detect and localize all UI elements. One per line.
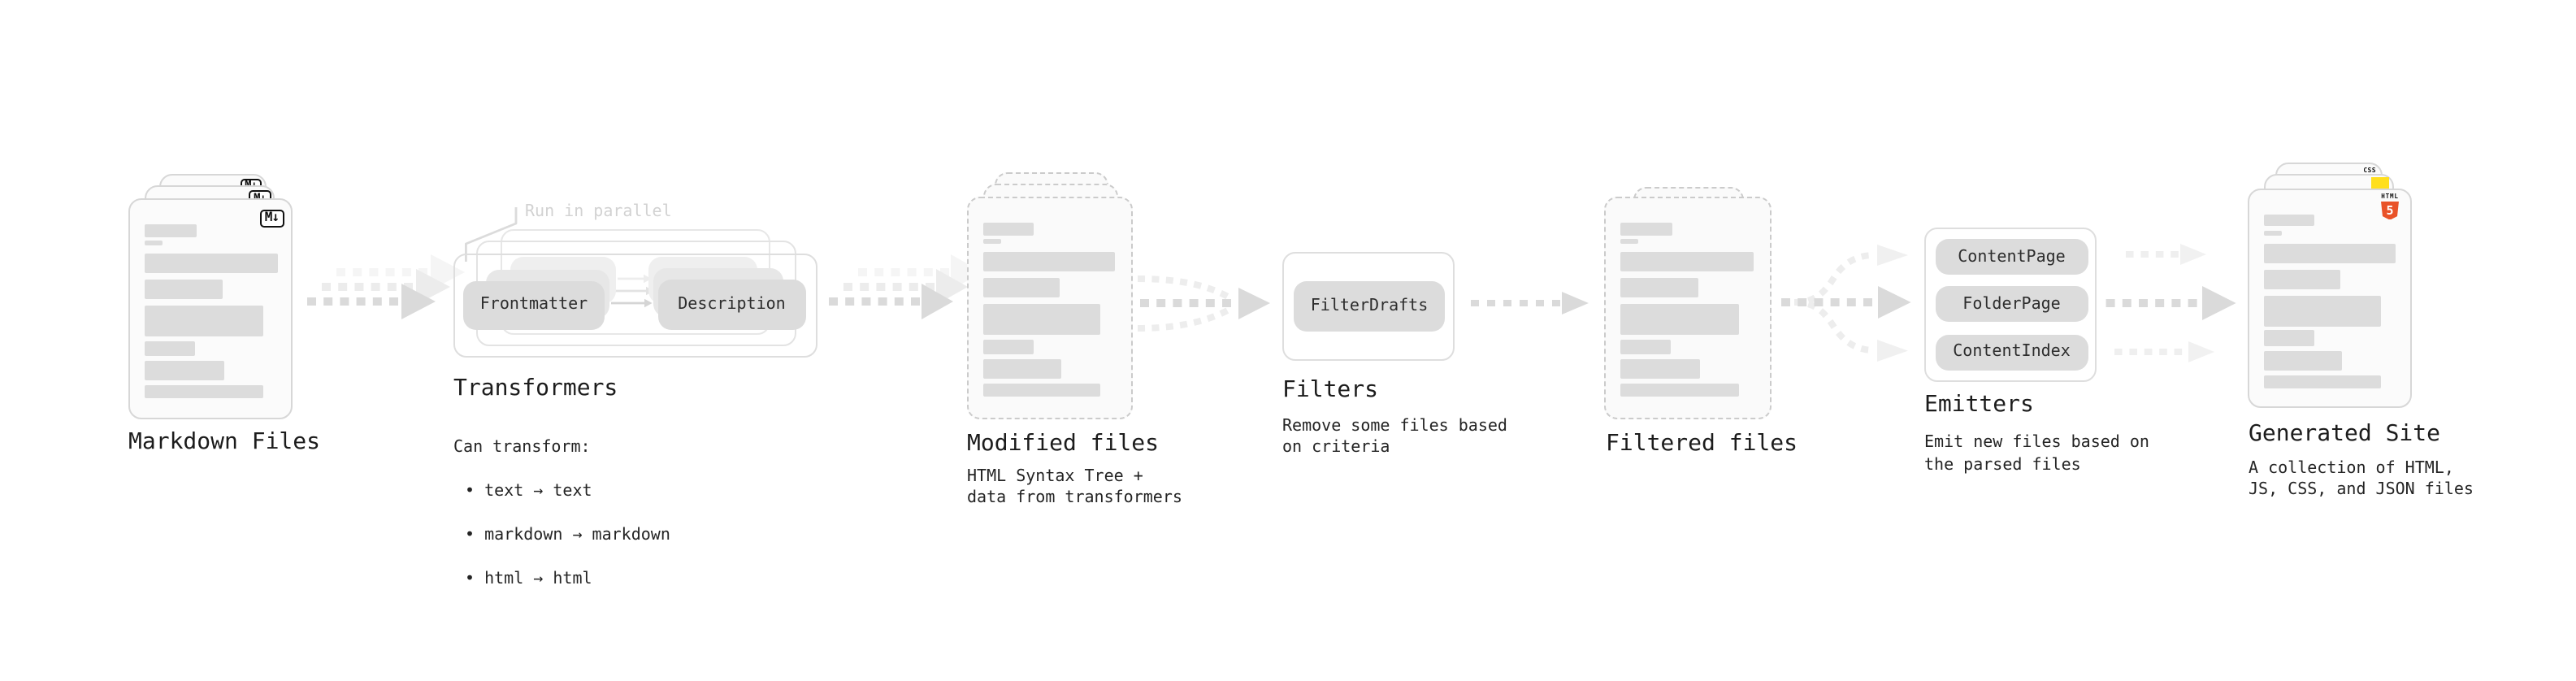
skeleton-line [1620,304,1739,336]
transformer-pill-frontmatter: Frontmatter [463,281,605,329]
skeleton-line [2263,214,2315,227]
skeleton-line [145,254,278,273]
skeleton-line [982,239,1001,245]
transformers-bullet: • markdown → markdown [465,527,670,544]
filtered-files-label: Filtered files [1606,431,1798,457]
skeleton-line [982,384,1101,397]
js-icon [2371,177,2389,189]
modified-files-caption: HTML Syntax Tree + data from transformer… [967,467,1182,507]
filters-caption: Remove some files based on criteria [1282,417,1507,457]
skeleton-line [1620,252,1754,271]
transformers-caption-title: Can transform: [453,439,591,457]
transformer-pill-description: Description [658,280,805,329]
emitters-label: Emitters [1924,392,2034,418]
skeleton-line [1620,223,1672,235]
skeleton-line [982,304,1101,336]
skeleton-line [1620,278,1698,297]
filtered-file-card-front [1604,197,1772,419]
emitters-panel: ContentPage FolderPage ContentIndex [1923,227,2097,382]
flow-arrow-filters-to-filtered [1471,292,1589,314]
generated-site-label: Generated Site [2249,421,2441,447]
skeleton-line [145,340,196,356]
skeleton-line [2263,350,2343,371]
flow-arrow-transformers-to-modified [829,254,982,319]
skeleton-line [145,280,223,299]
skeleton-line [145,361,224,380]
emitter-pill-contentpage: ContentPage [1935,239,2088,275]
skeleton-line [982,278,1060,297]
transformers-bullet: • html → html [465,570,592,588]
generated-file-card-html: HTML 5 [2247,188,2412,409]
flow-arrow-markdown-to-transformers [307,254,465,319]
transformer-layer-front: Frontmatter Description [453,253,817,358]
transformers-caption: Can transform: • text → text • markdown … [453,415,670,613]
skeleton-line [145,385,263,399]
markdown-icon: M↓ [259,209,284,228]
skeleton-line [982,359,1062,379]
skeleton-line [1620,384,1739,397]
flow-arrow-emitters-to-generated [2105,244,2236,362]
skeleton-line [2263,375,2382,389]
skeleton-line [2263,330,2314,346]
skeleton-line [145,224,197,236]
markdown-files-label: Markdown Files [128,429,321,455]
skeleton-line [2263,269,2341,289]
run-in-parallel-note: Run in parallel [525,202,672,220]
skeleton-line [145,306,263,337]
markdown-file-card-front: M↓ [128,198,293,419]
transformers-bullet: • text → text [465,483,592,501]
filters-panel: FilterDrafts [1281,252,1455,360]
skeleton-line [145,241,163,246]
emitter-pill-folderpage: FolderPage [1935,286,2088,322]
skeleton-line [982,223,1034,235]
filter-pill-filterdrafts: FilterDrafts [1294,280,1445,331]
generated-site-caption: A collection of HTML, JS, CSS, and JSON … [2249,459,2474,499]
skeleton-line [1620,239,1639,245]
modified-file-card-front [966,197,1132,419]
html5-icon: HTML 5 [2380,193,2400,220]
skeleton-line [982,252,1116,271]
skeleton-line [2263,244,2396,263]
emitter-pill-contentindex: ContentIndex [1935,334,2088,370]
skeleton-line [1620,359,1700,379]
skeleton-line [2263,230,2282,236]
skeleton-line [2263,295,2382,327]
skeleton-line [1620,339,1672,354]
flow-arrow-modified-to-filters [1137,275,1270,332]
modified-files-label: Modified files [967,431,1160,457]
flow-arrow-filtered-to-emitters [1781,245,1911,362]
filters-label: Filters [1282,376,1379,402]
emitters-caption: Emit new files based on the parsed files [1924,434,2149,474]
transformers-label: Transformers [453,375,618,401]
skeleton-line [982,339,1034,354]
